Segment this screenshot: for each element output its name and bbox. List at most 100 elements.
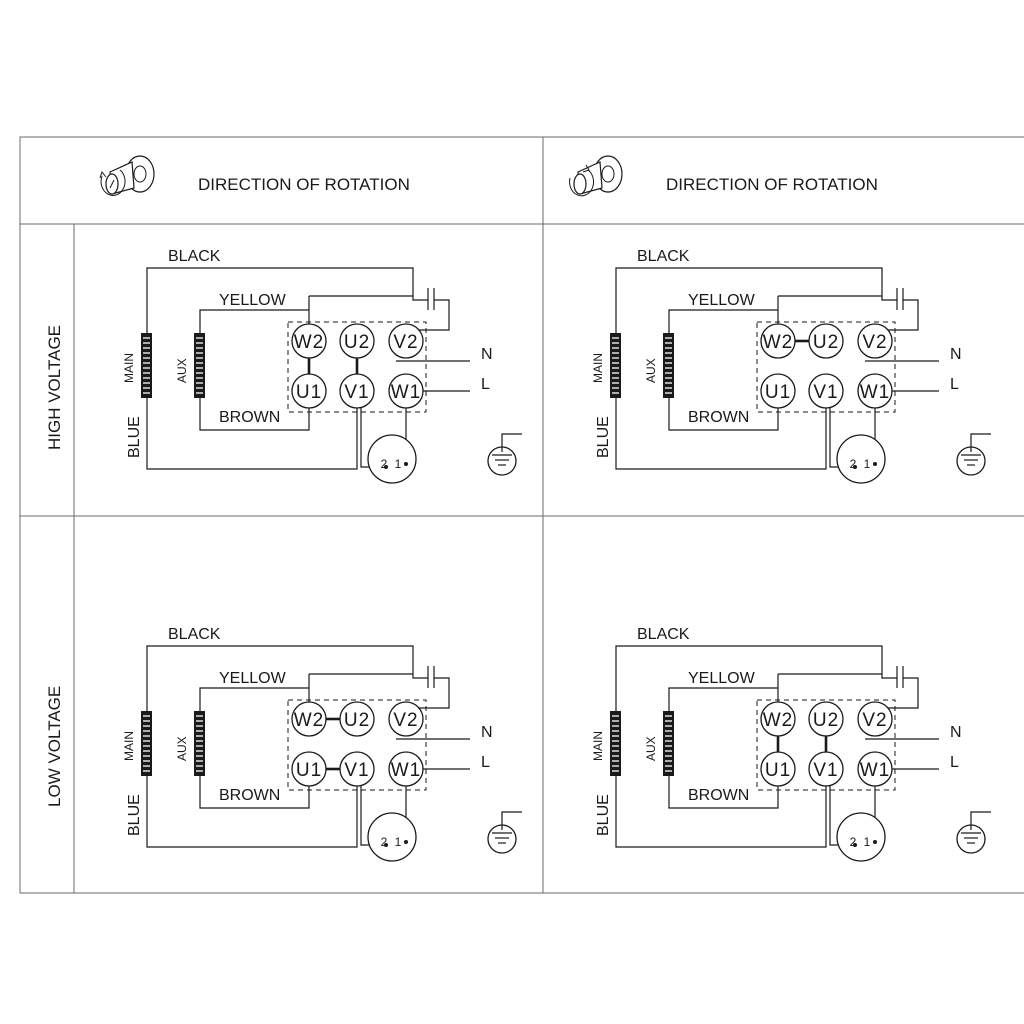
capacitor: [896, 666, 904, 688]
ground-icon: [487, 433, 522, 476]
wire-black: [615, 267, 897, 333]
main-winding: [610, 711, 621, 776]
label-main: MAIN: [122, 731, 136, 761]
wire-capacitor-v2: [879, 299, 919, 331]
label-yellow: YELLOW: [688, 292, 756, 309]
wire-brown: [199, 776, 310, 809]
terminal-box: [287, 321, 427, 413]
line-label-l: L: [950, 754, 959, 771]
label-yellow: YELLOW: [688, 670, 756, 687]
terminal-label-v1: V1: [813, 760, 838, 781]
wire-black: [146, 645, 428, 711]
wire-capacitor-v2: [879, 677, 919, 709]
switch-pin-2: 2: [850, 835, 857, 849]
label-black: BLACK: [168, 626, 221, 643]
capacitor: [427, 288, 435, 310]
wire-blue: [146, 776, 358, 848]
wire-black: [615, 645, 897, 711]
table-frame: [19, 136, 1024, 894]
terminal-label-v2: V2: [862, 332, 887, 353]
terminal-label-v2: V2: [393, 332, 418, 353]
line-label-l: L: [481, 376, 490, 393]
capacitor: [427, 666, 435, 688]
label-yellow: YELLOW: [219, 292, 287, 309]
line-label-n: N: [950, 724, 962, 741]
label-main: MAIN: [591, 353, 605, 383]
wire-blue: [146, 398, 358, 470]
terminal-v2: V2: [388, 701, 424, 737]
rotation-clockwise-icon: [99, 155, 155, 196]
label-brown: BROWN: [688, 409, 749, 426]
terminal-w2: W2: [291, 323, 327, 359]
wire-black: [146, 267, 428, 333]
wire-brown: [668, 398, 779, 431]
line-label-l: L: [481, 754, 490, 771]
main-winding: [141, 711, 152, 776]
terminal-label-v1: V1: [344, 760, 369, 781]
label-brown: BROWN: [688, 787, 749, 804]
terminal-u1: U1: [291, 373, 327, 409]
terminal-v2: V2: [857, 701, 893, 737]
label-aux: AUX: [644, 358, 658, 383]
terminal-v2: V2: [857, 323, 893, 359]
terminal-label-u2: U2: [344, 332, 370, 353]
switch-pin-1: 1: [395, 457, 402, 471]
terminal-w2: W2: [760, 323, 796, 359]
terminal-u2: U2: [339, 701, 375, 737]
ground-icon: [487, 811, 522, 854]
terminal-label-u1: U1: [296, 760, 322, 781]
terminal-box: [756, 699, 896, 791]
wire-yellow: [199, 687, 309, 711]
terminal-box: [756, 321, 896, 413]
terminal-box: [287, 699, 427, 791]
terminal-label-w1: W1: [391, 760, 422, 781]
terminal-u2: U2: [339, 323, 375, 359]
terminal-w1: W1: [388, 751, 424, 787]
terminal-label-u1: U1: [296, 382, 322, 403]
terminal-label-w2: W2: [763, 332, 794, 353]
label-brown: BROWN: [219, 409, 280, 426]
terminal-v1: V1: [339, 373, 375, 409]
aux-winding: [194, 333, 205, 398]
switch-pin-1: 1: [864, 457, 871, 471]
header-right: DIRECTION OF ROTATION: [569, 155, 878, 197]
terminal-label-u2: U2: [813, 332, 839, 353]
capacitor: [896, 288, 904, 310]
wire-blue: [615, 398, 827, 470]
terminal-u1: U1: [760, 751, 796, 787]
label-black: BLACK: [637, 248, 690, 265]
wire-capacitor-v2: [410, 299, 450, 331]
switch-pin-2: 2: [381, 835, 388, 849]
label-blue: BLUE: [595, 416, 612, 458]
label-black: BLACK: [637, 626, 690, 643]
terminal-label-u1: U1: [765, 760, 791, 781]
label-main: MAIN: [591, 731, 605, 761]
label-blue: BLUE: [126, 794, 143, 836]
ground-icon: [956, 811, 991, 854]
line-label-n: N: [481, 724, 493, 741]
label-blue: BLUE: [126, 416, 143, 458]
terminal-v2: V2: [388, 323, 424, 359]
terminal-label-v1: V1: [813, 382, 838, 403]
terminal-v1: V1: [808, 751, 844, 787]
line-label-n: N: [481, 346, 493, 363]
terminal-w1: W1: [388, 373, 424, 409]
header-left: DIRECTION OF ROTATION: [99, 155, 410, 196]
terminal-label-v2: V2: [393, 710, 418, 731]
terminal-label-w2: W2: [294, 332, 325, 353]
label-aux: AUX: [175, 736, 189, 761]
row-label-low-voltage: LOW VOLTAGE: [45, 686, 64, 807]
terminal-label-v2: V2: [862, 710, 887, 731]
terminal-w2: W2: [291, 701, 327, 737]
switch-pin-1: 1: [864, 835, 871, 849]
row-label-high-voltage: HIGH VOLTAGE: [45, 325, 64, 450]
label-blue: BLUE: [595, 794, 612, 836]
rotation-counterclockwise-icon: [569, 155, 623, 197]
